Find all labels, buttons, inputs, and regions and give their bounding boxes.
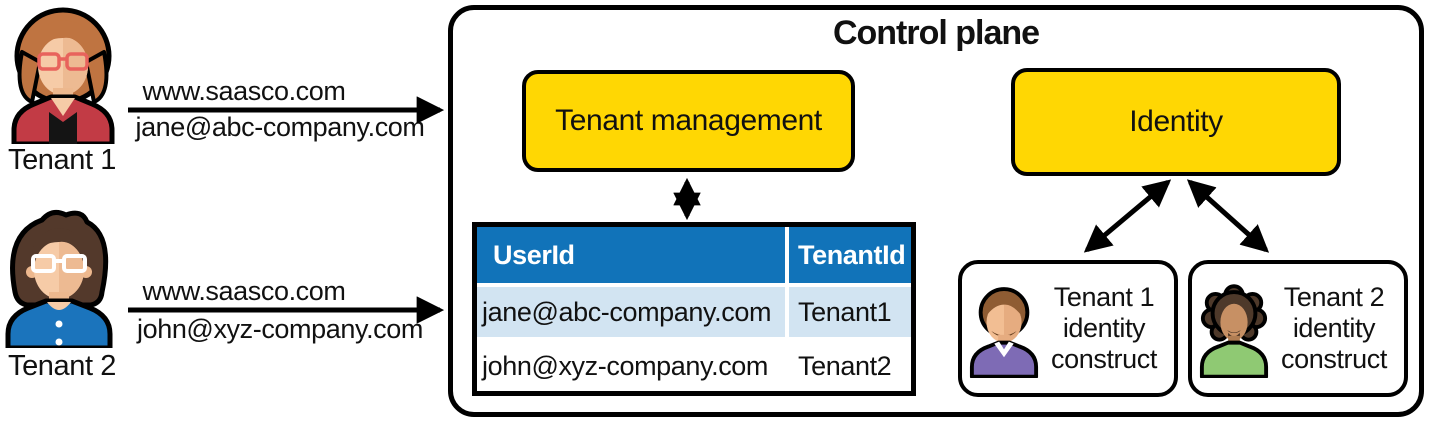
control-plane-title: Control plane: [832, 14, 1040, 52]
table-header-userid: UserId: [477, 227, 789, 283]
tenant1-request-email: jane@abc-company.com: [135, 112, 425, 142]
table-row1-tenantid: Tenant1: [789, 283, 911, 337]
tenant-management-label: Tenant management: [555, 104, 822, 137]
tenant-management-box: Tenant management: [522, 70, 855, 172]
tenant1-identity-construct-box: Tenant 1 identity construct: [958, 260, 1178, 397]
tenant1-request-url: www.saasco.com: [142, 76, 346, 106]
tenant2-avatar-icon: [5, 209, 113, 348]
table-header-tenantid: TenantId: [789, 227, 911, 283]
tenant2-request-email: john@xyz-company.com: [136, 314, 423, 344]
table-row2-tenantid: Tenant2: [789, 337, 911, 391]
user-tenant-mapping-table: UserId TenantId jane@abc-company.com Ten…: [472, 222, 916, 396]
table-row2-userid: john@xyz-company.com: [477, 337, 789, 391]
tenant2-label: Tenant 2: [7, 350, 117, 382]
tenant1-avatar-icon: [11, 7, 115, 144]
tenant1-construct-label: Tenant 1 identity construct: [1051, 282, 1157, 374]
tenant2-construct-label: Tenant 2 identity construct: [1281, 282, 1387, 374]
identity-box: Identity: [1011, 68, 1341, 176]
tenant2-request-url: www.saasco.com: [142, 276, 346, 306]
identity-label: Identity: [1129, 105, 1223, 138]
tenant1-label: Tenant 1: [7, 144, 117, 176]
person-green-shirt-avatar-icon: [1199, 283, 1269, 378]
man-purple-shirt-avatar-icon: [969, 286, 1039, 378]
table-row1-userid: jane@abc-company.com: [477, 283, 789, 337]
tenant2-identity-construct-box: Tenant 2 identity construct: [1188, 260, 1408, 397]
